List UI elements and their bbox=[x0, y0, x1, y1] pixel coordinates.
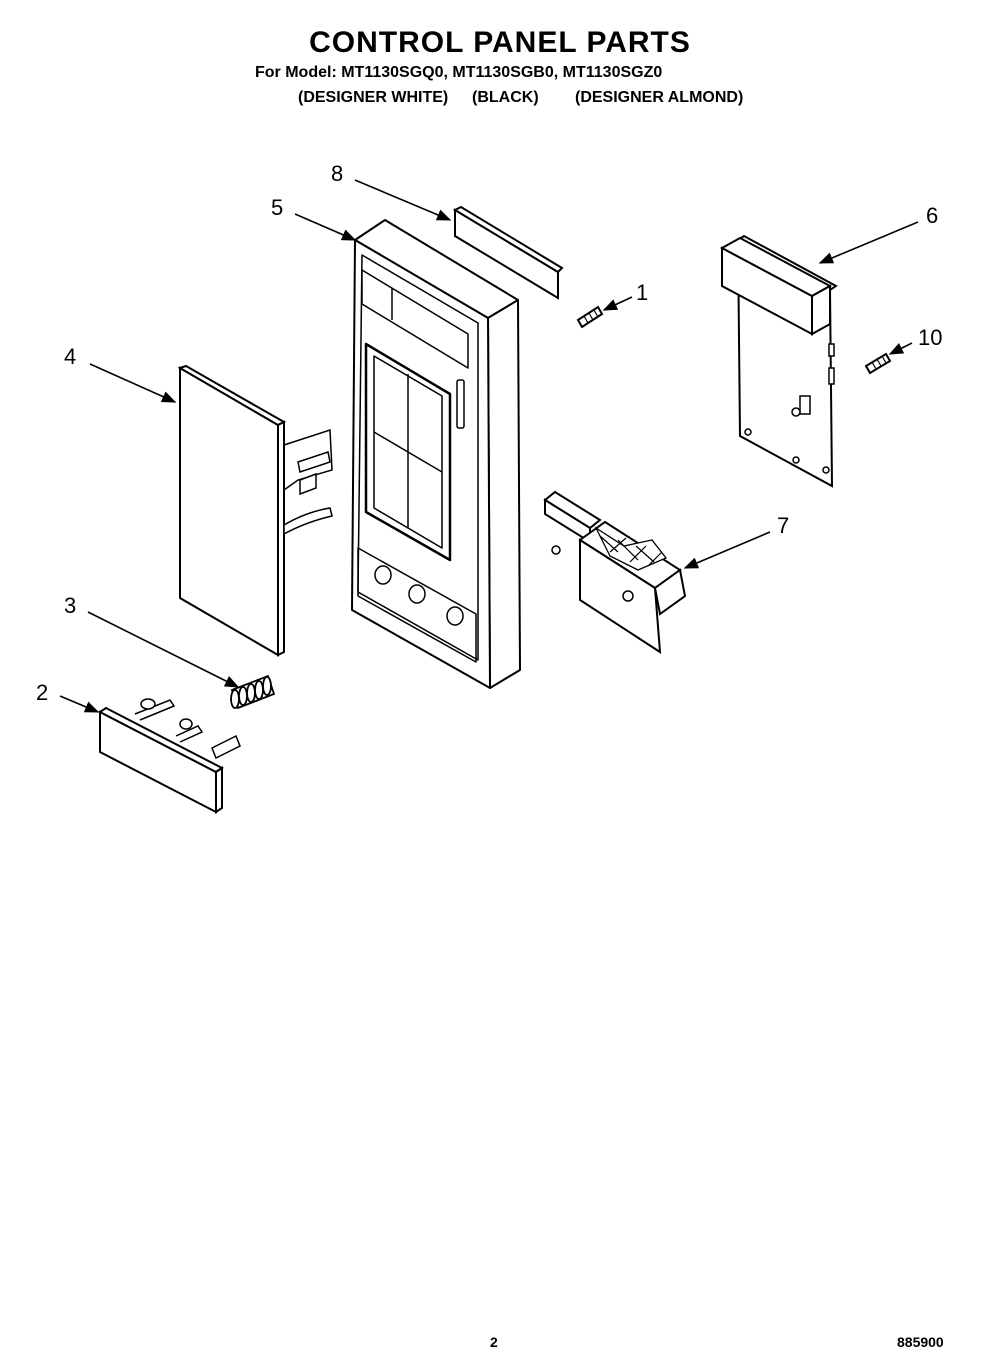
latch-bracket-part-7 bbox=[543, 490, 687, 654]
callout-2: 2 bbox=[36, 680, 48, 705]
leader-lines bbox=[59, 179, 919, 713]
door-release-button-part-2 bbox=[98, 698, 241, 814]
color-designer-almond: (DESIGNER ALMOND) bbox=[575, 89, 744, 106]
callout-3: 3 bbox=[64, 593, 76, 618]
window-strip-part-8 bbox=[452, 205, 564, 300]
callout-4: 4 bbox=[64, 344, 76, 369]
control-board-part-6 bbox=[719, 234, 838, 488]
page-number: 2 bbox=[490, 1334, 498, 1350]
callout-10: 10 bbox=[918, 325, 942, 350]
callout-labels: 1 2 3 4 5 6 7 8 10 bbox=[36, 161, 942, 705]
keypad-membrane-part-4 bbox=[177, 364, 333, 657]
callout-5: 5 bbox=[271, 195, 283, 220]
control-panel-frame-part-5 bbox=[351, 219, 521, 689]
screw-part-1 bbox=[576, 305, 604, 329]
callout-6: 6 bbox=[926, 203, 938, 228]
callout-7: 7 bbox=[777, 513, 789, 538]
callout-8: 8 bbox=[331, 161, 343, 186]
page-title: CONTROL PANEL PARTS bbox=[309, 26, 691, 59]
model-line: For Model: MT1130SGQ0, MT1130SGB0, MT113… bbox=[255, 64, 663, 81]
spring-part-3 bbox=[230, 674, 276, 710]
callout-1: 1 bbox=[636, 280, 648, 305]
color-black: (BLACK) bbox=[472, 89, 539, 106]
screw-part-10 bbox=[864, 352, 892, 375]
color-designer-white: (DESIGNER WHITE) bbox=[298, 89, 449, 106]
document-number: 885900 bbox=[897, 1334, 944, 1350]
